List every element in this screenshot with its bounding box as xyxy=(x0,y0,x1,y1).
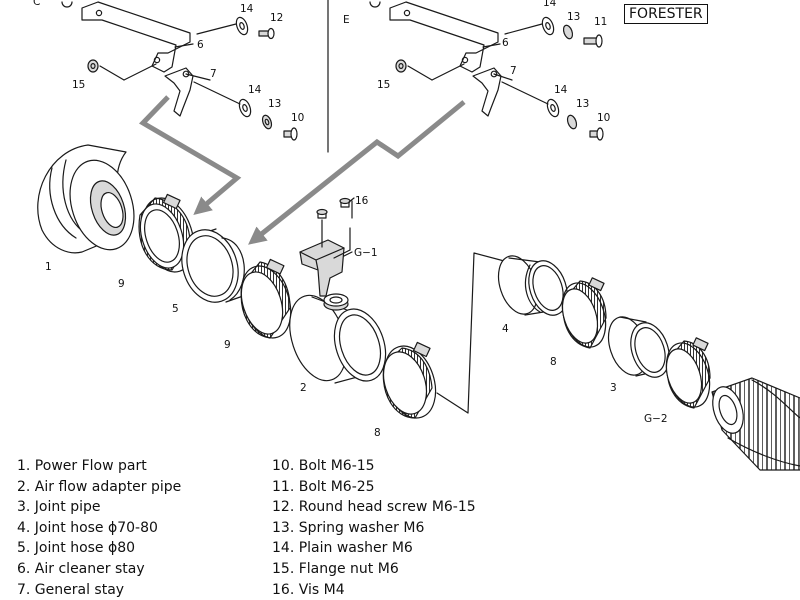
callout-13-c: 13 xyxy=(576,98,589,110)
callout-9-a: 9 xyxy=(118,278,125,290)
callout-14-c: 14 xyxy=(543,0,557,9)
callout-7-a: 7 xyxy=(210,68,217,80)
callout-13-a: 13 xyxy=(268,98,281,110)
callout-1: 1 xyxy=(45,261,52,273)
legend-item: 1. Power Flow part xyxy=(17,458,147,474)
callout-16: 16 xyxy=(355,195,369,207)
plain-washer-right-bottom xyxy=(546,98,560,118)
bolt-m6-15-left xyxy=(283,127,298,141)
bolt-m6-15-right xyxy=(589,127,604,141)
callout-5: 5 xyxy=(172,303,179,315)
callout-12: 12 xyxy=(270,12,283,24)
joint-pipe xyxy=(607,316,670,378)
hose-clamp-g2 xyxy=(665,337,711,409)
joint-hose-80 xyxy=(181,228,245,303)
legend-item: 4. Joint hose ϕ70-80 xyxy=(17,519,158,536)
air-cleaner-stay-left xyxy=(81,1,191,73)
legend-item: 3. Joint pipe xyxy=(17,499,101,516)
legend-item: 15. Flange nut M6 xyxy=(272,560,399,577)
callout-15-b: 15 xyxy=(377,79,390,91)
callout-6-b: 6 xyxy=(502,37,509,49)
callout-13-b: 13 xyxy=(567,11,580,23)
legend-item: 6. Air cleaner stay xyxy=(17,560,145,577)
callout-15-a: 15 xyxy=(72,79,85,91)
bracket-assembly-left xyxy=(61,1,298,141)
spring-washer-right-bottom xyxy=(566,114,578,130)
plain-washer-right-top xyxy=(541,16,555,36)
legend-item: 11. Bolt M6-25 xyxy=(272,478,375,495)
legend-item: 12. Round head screw M6-15 xyxy=(272,499,476,516)
arrow-left-to-joint-hose xyxy=(138,95,242,216)
parts-legend-right: 10. Bolt M6-15 11. Bolt M6-25 12. Round … xyxy=(272,456,476,600)
callout-3: 3 xyxy=(610,382,617,394)
legend-item: 13. Spring washer M6 xyxy=(272,519,425,536)
hose-clamp-9-lower xyxy=(240,258,292,339)
callout-4: 4 xyxy=(502,323,509,335)
callout-g1: G−1 xyxy=(354,247,378,259)
plain-washer-left-top xyxy=(235,16,249,36)
callout-8-a: 8 xyxy=(374,427,381,439)
hose-clamp-8-right xyxy=(561,277,607,349)
legend-item: 2. Air flow adapter pipe xyxy=(17,478,182,495)
vis-m4-screw-a xyxy=(316,208,328,219)
callout-8-b: 8 xyxy=(550,356,557,368)
callout-c: C xyxy=(33,0,40,8)
callout-11: 11 xyxy=(594,16,607,28)
callout-10-b: 10 xyxy=(597,112,610,124)
callout-14-a: 14 xyxy=(240,3,254,15)
flange-nut-right xyxy=(395,59,407,73)
legend-item: 10. Bolt M6-15 xyxy=(272,458,375,474)
model-badge: FORESTER xyxy=(624,4,708,24)
callout-14-d: 14 xyxy=(554,84,568,96)
callout-e: E xyxy=(343,14,350,26)
bolt-m6-25-right xyxy=(583,34,603,48)
callout-14-b: 14 xyxy=(248,84,262,96)
bracket-assembly-right xyxy=(369,1,604,141)
spring-washer-right-top xyxy=(562,24,574,40)
callout-6-a: 6 xyxy=(197,39,204,51)
plain-washer-left-bottom xyxy=(238,98,252,118)
air-flow-adapter-pipe xyxy=(289,293,387,386)
callout-9-b: 9 xyxy=(224,339,231,351)
joint-hose-70-80 xyxy=(497,255,568,316)
callout-g2: G−2 xyxy=(644,413,668,425)
legend-item: 16. Vis M4 xyxy=(272,581,345,598)
general-stay-right xyxy=(472,67,502,117)
callout-2: 2 xyxy=(300,382,307,394)
leader-g1 xyxy=(343,251,353,257)
power-flow-part xyxy=(37,144,135,254)
legend-item: 7. General stay xyxy=(17,581,125,598)
air-cleaner-stay-right xyxy=(389,1,499,73)
bolt-m6-25-left xyxy=(258,27,275,40)
callout-7-b: 7 xyxy=(510,65,517,77)
parts-legend-left: 1. Power Flow part 2. Air flow adapter p… xyxy=(17,456,181,600)
assembly-link-line xyxy=(436,252,509,414)
legend-item: 14. Plain washer M6 xyxy=(272,540,413,557)
spring-washer-left xyxy=(261,114,273,130)
intake-duct xyxy=(711,377,800,471)
callout-10-a: 10 xyxy=(291,112,304,124)
flange-nut-left xyxy=(87,59,99,73)
hose-clamp-9-upper xyxy=(138,193,195,273)
hose-clamp-8-center xyxy=(382,341,437,419)
general-stay-left xyxy=(164,67,194,117)
legend-item: 5. Joint hose ϕ80 xyxy=(17,540,136,557)
vis-m4-screw-b xyxy=(339,197,351,208)
air-flow-sensor xyxy=(299,219,351,297)
arrow-right-to-joint-hose xyxy=(248,100,466,245)
